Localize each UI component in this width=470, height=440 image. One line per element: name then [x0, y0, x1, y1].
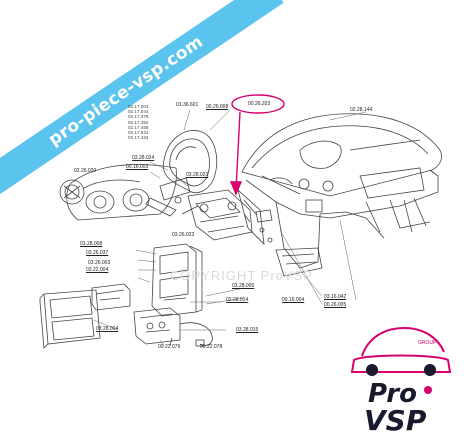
highlight-arrowhead [229, 181, 243, 196]
ref-label: 02.26.020 [74, 168, 97, 174]
ref-label: 00.22.079 [158, 344, 181, 350]
ref-label: 01.36.601 [176, 102, 199, 108]
center-console [187, 189, 253, 241]
radio-bezel [151, 243, 203, 317]
ref-label: 02.28.144 [350, 107, 373, 113]
ref-list-item: 02.17.044 [128, 109, 149, 115]
ref-label: 03.22.004 [86, 267, 109, 273]
logo-pro-text: Pro [368, 379, 417, 409]
logo-vsp-text: VSP [364, 404, 427, 436]
ref-label: 03.28.004 [96, 326, 119, 332]
leader-lines [93, 109, 367, 347]
ref-label: 00.26.005 [324, 302, 347, 308]
ref-label: 03.28.008 [80, 241, 103, 247]
ref-list-item: 02.17.434 [128, 135, 149, 141]
small-fasteners [243, 209, 273, 243]
ref-list-item: 02.17.458 [128, 124, 149, 130]
console-frame [39, 289, 101, 349]
ref-label: 00.26.203 [248, 101, 271, 107]
logo-car-body [350, 354, 452, 373]
provsp-logo: GROUP Pro VSP [350, 326, 452, 436]
cluster-surround [162, 130, 218, 194]
logo-wheel-icon [424, 364, 436, 376]
highlight-arrow [235, 111, 241, 191]
ref-list-item: 02.17.631 [128, 130, 149, 136]
ref-label: 03.26.037 [86, 250, 109, 256]
ref-list: 02.17.003 02.17.044 02.17.376 02.17.392 … [128, 104, 148, 140]
ref-list-item: 02.17.003 [128, 104, 149, 109]
ref-list-item: 02.17.392 [128, 119, 149, 125]
ref-label: 03.28.015 [236, 327, 259, 333]
ref-label: 03.26.003 [88, 260, 111, 266]
copyright-watermark: COPYRIGHT ProVSP [170, 268, 313, 283]
logo-car-roof [361, 326, 445, 357]
ref-label: 03.26.023 [172, 232, 195, 238]
wire-harness [169, 322, 213, 347]
round-gauge [59, 179, 85, 205]
lighter-socket [133, 307, 181, 345]
logo-dot [424, 386, 432, 394]
ref-label: 00.26.008 [206, 104, 229, 110]
highlight-ellipse [231, 94, 285, 114]
ref-label: 03.28.023 [186, 172, 209, 178]
ashtray-box [91, 283, 131, 311]
dashboard-outline [241, 113, 442, 269]
ref-label: 00.16.004 [282, 297, 305, 303]
ref-label: 03.28.024 [132, 155, 155, 161]
stalk-switches [145, 177, 199, 217]
glovebox-lid [275, 247, 323, 277]
ref-label: 03.16.042 [324, 294, 347, 300]
ref-label: 03.28.005 [232, 283, 255, 289]
logo-wheel-icon [366, 364, 378, 376]
logo-group-text: GROUP [418, 340, 437, 346]
ref-label: 00.22.078 [200, 344, 223, 350]
ref-label: 00.16.003 [126, 164, 149, 170]
highlight-marker [229, 94, 285, 196]
ref-label: 02.28.014 [226, 297, 249, 303]
cluster-hood [66, 164, 177, 221]
ref-list-item: 02.17.376 [128, 114, 149, 120]
